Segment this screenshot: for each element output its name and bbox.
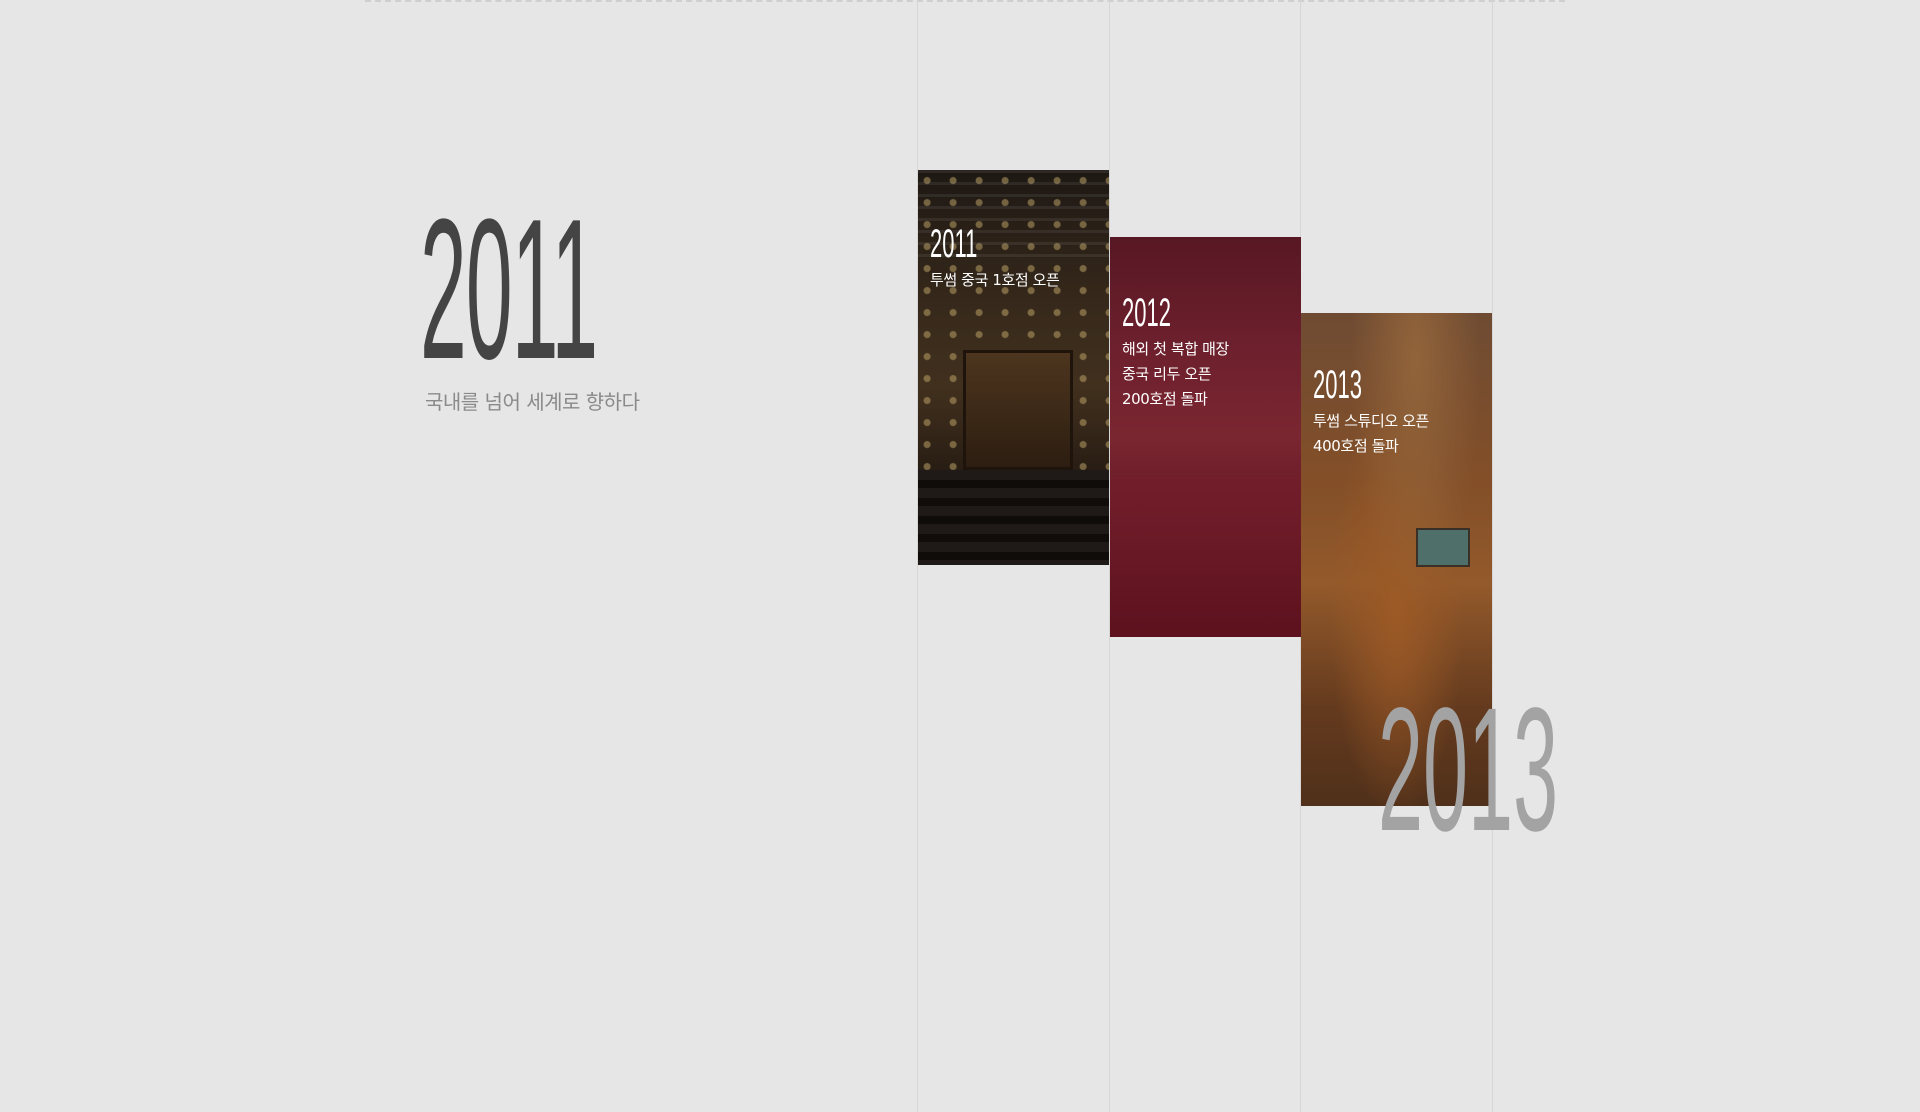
card-year: 2012 [1122, 291, 1171, 335]
menu-screen-graphic [1416, 528, 1470, 567]
column-divider [1492, 0, 1493, 1112]
active-year-watermark: 2013 [1378, 672, 1559, 868]
card-line: 해외 첫 복합 매장 [1122, 340, 1229, 358]
card-line: 400호점 돌파 [1313, 437, 1399, 455]
card-year: 2011 [930, 222, 978, 266]
timeline-card-2011[interactable]: 2011 투썸 중국 1호점 오픈 [918, 170, 1109, 565]
column-divider [1109, 0, 1110, 1112]
card-content: 2011 투썸 중국 1호점 오픈 [930, 222, 1060, 293]
card-content: 2013 투썸 스튜디오 오픈 400호점 돌파 [1313, 365, 1429, 459]
photo-overlay [1110, 237, 1301, 637]
card-year: 2013 [1313, 363, 1362, 407]
card-description: 투썸 중국 1호점 오픈 [930, 268, 1060, 293]
card-description: 투썸 스튜디오 오픈 400호점 돌파 [1313, 409, 1429, 459]
card-line: 투썸 스튜디오 오픈 [1313, 412, 1429, 430]
card-description: 해외 첫 복합 매장 중국 리두 오픈 200호점 돌파 [1122, 337, 1229, 412]
card-line: 200호점 돌파 [1122, 390, 1208, 408]
card-content: 2012 해외 첫 복합 매장 중국 리두 오픈 200호점 돌파 [1122, 293, 1229, 412]
store-entrance-graphic [963, 350, 1073, 470]
store-steps-graphic [918, 470, 1109, 565]
timeline-card-2013[interactable]: 2013 투썸 스튜디오 오픈 400호점 돌파 [1301, 313, 1492, 806]
card-line: 중국 리두 오픈 [1122, 365, 1212, 383]
hero-year: 2011 [420, 178, 598, 401]
card-line: 투썸 중국 1호점 오픈 [930, 271, 1060, 289]
hero-section: 2011 국내를 넘어 세계로 향하다 [420, 178, 842, 415]
column-divider [917, 0, 918, 1112]
photo-overlay [1301, 313, 1492, 806]
timeline-card-2012[interactable]: 2012 해외 첫 복합 매장 중국 리두 오픈 200호점 돌파 [1110, 237, 1301, 637]
top-dashed-divider [365, 0, 1565, 2]
hero-subtitle: 국내를 넘어 세계로 향하다 [425, 390, 640, 414]
photo-overlay [918, 170, 1109, 565]
